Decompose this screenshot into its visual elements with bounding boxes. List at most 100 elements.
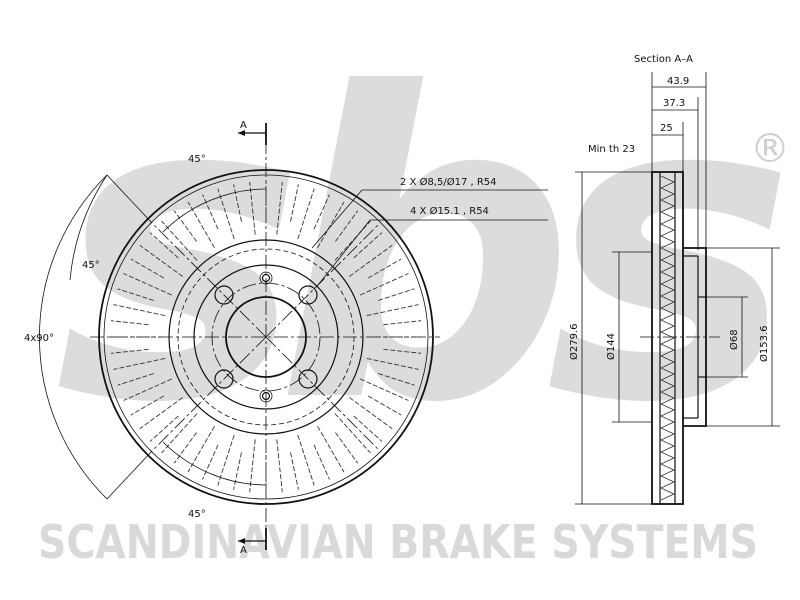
dim-hub-depth: 37.3 [663, 98, 685, 109]
vent-zigzag [660, 175, 675, 501]
cooling-vane [297, 188, 315, 240]
bolt-circle [211, 282, 321, 392]
cooling-vane [367, 395, 402, 416]
section-title: Section A–A [634, 54, 693, 65]
cooling-vane [217, 188, 235, 240]
hub-outline [193, 264, 339, 410]
watermark-company-name: SCANDINAVIAN BRAKE SYSTEMS [38, 515, 758, 569]
dim-hub-diameter: Ø153.6 [758, 326, 770, 363]
cooling-vane [139, 397, 183, 430]
cooling-vane [349, 244, 393, 277]
cooling-vane [217, 434, 235, 486]
cooling-vane [202, 194, 219, 230]
cooling-vane [117, 373, 154, 386]
hole-spec-threaded: 2 X Ø8,5/Ø17 , R54 [400, 176, 497, 188]
angle-arc-left [39, 174, 108, 500]
cooling-vane [317, 201, 345, 249]
cooling-vane [317, 425, 345, 473]
cooling-vane [113, 357, 166, 370]
cooling-vane [349, 397, 393, 430]
cooling-vane [149, 232, 179, 259]
cooling-vane [383, 320, 422, 326]
angle-arc-top [162, 188, 267, 233]
cooling-vane [139, 244, 183, 277]
cooling-vane [383, 348, 422, 354]
cooling-vane [313, 194, 330, 230]
cooling-vane [334, 413, 371, 454]
cooling-vane [290, 452, 299, 490]
cooling-vane [276, 181, 283, 235]
thread-hole-bottom [261, 391, 271, 401]
bolt-pattern-label: 4x90° [24, 333, 54, 344]
cooling-vane [233, 184, 242, 222]
cooling-vane [202, 444, 219, 480]
cooling-vane [335, 210, 359, 242]
disc-outer-edge-inner [103, 174, 429, 500]
friction-ring-inner-edge [168, 239, 364, 435]
dim-disc-thickness: 25 [660, 123, 673, 134]
cooling-vane [359, 273, 409, 296]
cooling-vane [353, 415, 383, 442]
radial-line-45-upper-right [265, 222, 381, 338]
cooling-vane [367, 258, 402, 279]
dim-overall-width: 43.9 [667, 76, 689, 87]
section-arrowhead-top [238, 130, 245, 136]
dim-diameter-144: Ø144 [605, 333, 617, 360]
angle-label-top: 45° [188, 154, 206, 165]
angle-ext-top-left [106, 174, 153, 224]
thread-hole-top [261, 273, 271, 283]
hub-hidden-line [177, 248, 355, 426]
section-friction-plate-outer [651, 171, 684, 505]
bolt-hole-upper-right [298, 285, 318, 305]
cooling-vane [249, 181, 256, 235]
cooling-vane [149, 415, 179, 442]
bolt-hole-upper-left [214, 285, 234, 305]
cooling-vane [297, 434, 315, 486]
cooling-vane [249, 439, 256, 493]
cooling-vane [130, 395, 165, 416]
thread-hole-top-outer [259, 271, 273, 285]
registered-mark: ® [750, 126, 790, 172]
cooling-vanes [110, 181, 422, 493]
callout-leader-1 [311, 189, 548, 249]
thread-hole-bottom-outer [259, 389, 273, 403]
cooling-vane [117, 288, 154, 301]
cooling-vane [233, 452, 242, 490]
cooling-vane [276, 439, 283, 493]
radial-line-45-lower-left [151, 336, 267, 452]
disc-outer-edge [98, 169, 434, 505]
section-view: Section A–A 43.9 37.3 25 Min th 23 Ø279.… [568, 54, 780, 505]
angle-label-left: 45° [82, 260, 100, 271]
bolt-hole-lower-right [298, 369, 318, 389]
radial-line-45-lower-right [265, 336, 381, 452]
cooling-vane [113, 304, 166, 317]
cooling-vane [173, 432, 197, 464]
callout-leader-2 [317, 219, 548, 286]
cooling-vane [366, 357, 419, 370]
cooling-vane [359, 378, 409, 401]
angle-label-bottom: 45° [188, 509, 206, 520]
section-vent-channels [660, 175, 675, 501]
cooling-vane [366, 304, 419, 317]
bolt-hole-lower-left [214, 369, 234, 389]
cooling-vane [110, 348, 149, 354]
angle-arc-left-45 [69, 174, 108, 281]
section-arrowhead-bottom [238, 538, 245, 544]
watermark: sbs ® SCANDINAVIAN BRAKE SYSTEMS [38, 6, 800, 569]
cooling-vane [110, 320, 149, 326]
section-marker-bottom: A [240, 545, 247, 556]
cooling-vane [290, 184, 299, 222]
angle-arc-bottom [162, 441, 267, 486]
disc-front-view: 45° 45° 45° 4x90° A A 2 X Ø8,5/Ø17 , R54… [24, 120, 548, 556]
cooling-vane [353, 232, 383, 259]
cooling-vane [123, 273, 173, 296]
dim-center-bore: Ø68 [728, 329, 740, 350]
center-bore [225, 296, 307, 378]
dim-outer-diameter: Ø279.6 [568, 324, 580, 361]
cooling-vane [334, 220, 371, 261]
section-marker-top: A [240, 120, 247, 131]
cooling-vane [378, 288, 415, 301]
radial-line-45-upper-left [151, 222, 267, 338]
watermark-logo: sbs [55, 6, 782, 495]
